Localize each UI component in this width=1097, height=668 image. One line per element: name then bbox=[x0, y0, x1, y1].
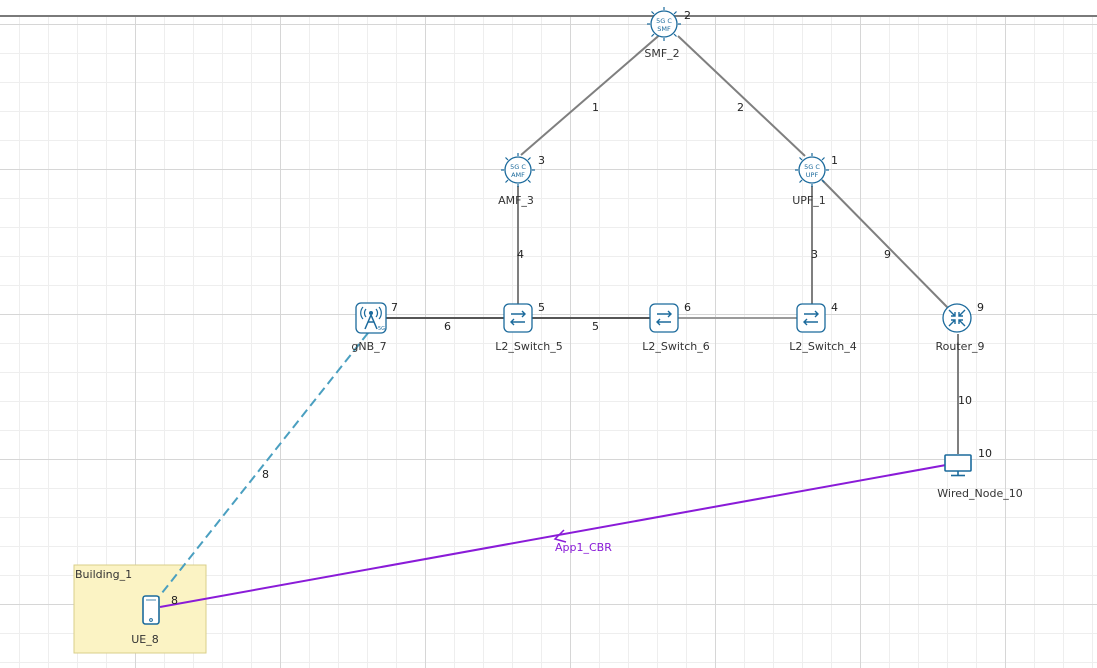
canvas-top-border bbox=[0, 0, 1097, 17]
upf-number: 1 bbox=[831, 154, 838, 167]
switch-6-node[interactable] bbox=[649, 303, 679, 333]
app-flow-arrow bbox=[553, 529, 567, 543]
smf-icon-line1: 5G C bbox=[656, 17, 672, 25]
gnb-node[interactable]: 5G bbox=[355, 302, 387, 334]
desktop-computer-icon bbox=[951, 471, 965, 477]
switch-4-number: 4 bbox=[831, 301, 838, 314]
ue-label: UE_8 bbox=[131, 633, 159, 646]
link-smf-amf[interactable] bbox=[520, 31, 664, 156]
switch-6-number: 6 bbox=[684, 301, 691, 314]
wired-label: Wired_Node_10 bbox=[937, 487, 1022, 500]
building-area[interactable] bbox=[73, 564, 207, 654]
switch-arrows-icon bbox=[510, 310, 526, 326]
link-label-gnb-ue: 8 bbox=[262, 468, 269, 481]
upf-icon-line2: UPF bbox=[806, 171, 819, 179]
ue-node[interactable] bbox=[142, 595, 160, 625]
building-label: Building_1 bbox=[75, 568, 132, 581]
wired-number: 10 bbox=[978, 447, 992, 460]
switch-5-number: 5 bbox=[538, 301, 545, 314]
router-label: Router_9 bbox=[936, 340, 985, 353]
link-smf-upf[interactable] bbox=[677, 35, 806, 157]
amf-icon-line2: AMF bbox=[511, 171, 525, 179]
switch-4-node[interactable] bbox=[796, 303, 826, 333]
smf-number: 2 bbox=[684, 9, 691, 22]
switch-arrows-icon bbox=[656, 310, 672, 326]
smartphone-icon bbox=[146, 599, 156, 622]
router-arrows-icon bbox=[948, 309, 966, 327]
switch-6-label: L2_Switch_6 bbox=[642, 340, 710, 353]
switch-5-node[interactable] bbox=[503, 303, 533, 333]
cell-tower-icon bbox=[360, 306, 382, 330]
switch-5-label: L2_Switch_5 bbox=[495, 340, 563, 353]
link-gnb-ue-wireless[interactable] bbox=[157, 332, 369, 599]
link-label-upf-sw4: 3 bbox=[811, 248, 818, 261]
link-label-amf-sw5: 4 bbox=[517, 248, 524, 261]
amf-number: 3 bbox=[538, 154, 545, 167]
smf-label: SMF_2 bbox=[644, 47, 679, 60]
upf-icon-line1: 5G C bbox=[804, 163, 820, 171]
gnb-label: gNB_7 bbox=[351, 340, 386, 353]
amf-icon-line1: 5G C bbox=[510, 163, 526, 171]
upf-node[interactable]: 5G C UPF bbox=[794, 152, 830, 188]
amf-node[interactable]: 5G C AMF bbox=[500, 152, 536, 188]
link-label-gnb-sw5: 6 bbox=[444, 320, 451, 333]
upf-label: UPF_1 bbox=[792, 194, 826, 207]
amf-label: AMF_3 bbox=[498, 194, 534, 207]
gnb-number: 7 bbox=[391, 301, 398, 314]
router-node[interactable] bbox=[942, 303, 972, 333]
smf-node[interactable]: 5G C SMF bbox=[646, 6, 682, 42]
link-label-sw5-sw6: 5 bbox=[592, 320, 599, 333]
link-label-router-wired: 10 bbox=[958, 394, 972, 407]
link-label-smf-amf: 1 bbox=[592, 101, 599, 114]
link-upf-router[interactable] bbox=[821, 179, 951, 311]
switch-4-label: L2_Switch_4 bbox=[789, 340, 857, 353]
ue-number: 8 bbox=[171, 594, 178, 607]
app-flow-line[interactable] bbox=[159, 464, 947, 608]
wired-node[interactable] bbox=[944, 454, 972, 477]
router-number: 9 bbox=[977, 301, 984, 314]
link-label-upf-router: 9 bbox=[884, 248, 891, 261]
link-label-smf-upf: 2 bbox=[737, 101, 744, 114]
app-flow-label: App1_CBR bbox=[555, 541, 612, 554]
switch-arrows-icon bbox=[803, 310, 819, 326]
smf-icon-line2: SMF bbox=[657, 25, 671, 33]
gnb-badge: 5G bbox=[378, 326, 385, 332]
